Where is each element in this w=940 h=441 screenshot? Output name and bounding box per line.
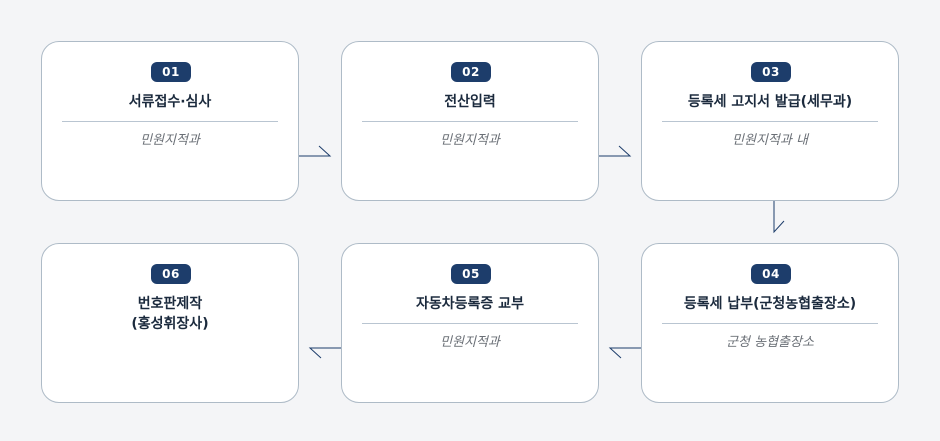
step-department: 민원지적과: [440, 133, 500, 148]
arrow-down-icon: [773, 201, 785, 234]
step-card-05: 05 자동차등록증 교부 민원지적과: [341, 243, 599, 403]
step-number-badge: 03: [751, 62, 791, 82]
step-card-06: 06 번호판제작 (홍성휘장사): [41, 243, 299, 403]
step-department: 민원지적과: [140, 133, 200, 148]
step-department: 군청 농협출장소: [726, 335, 814, 350]
arrow-right-icon: [299, 145, 332, 157]
step-title: 자동차등록증 교부: [416, 296, 524, 312]
step-divider: [662, 323, 878, 324]
step-number-badge: 06: [151, 264, 191, 284]
step-title: 번호판제작 (홍성휘장사): [131, 296, 209, 332]
step-number-badge: 01: [151, 62, 191, 82]
step-card-02: 02 전산입력 민원지적과: [341, 41, 599, 201]
step-title: 전산입력: [444, 94, 496, 110]
step-title: 등록세 납부(군청농협출장소): [683, 296, 857, 312]
step-divider: [362, 323, 578, 324]
arrow-left-icon: [308, 347, 341, 359]
step-card-04: 04 등록세 납부(군청농협출장소) 군청 농협출장소: [641, 243, 899, 403]
step-divider: [62, 121, 278, 122]
step-number-badge: 02: [451, 62, 491, 82]
step-card-01: 01 서류접수·심사 민원지적과: [41, 41, 299, 201]
step-divider: [662, 121, 878, 122]
step-title: 등록세 고지서 발급(세무과): [687, 94, 853, 110]
arrow-left-icon: [608, 347, 641, 359]
step-number-badge: 04: [751, 264, 791, 284]
step-department: 민원지적과: [440, 335, 500, 350]
step-department: 민원지적과 내: [732, 133, 808, 148]
step-card-03: 03 등록세 고지서 발급(세무과) 민원지적과 내: [641, 41, 899, 201]
step-divider: [362, 121, 578, 122]
step-title: 서류접수·심사: [128, 94, 212, 110]
step-number-badge: 05: [451, 264, 491, 284]
arrow-right-icon: [599, 145, 632, 157]
